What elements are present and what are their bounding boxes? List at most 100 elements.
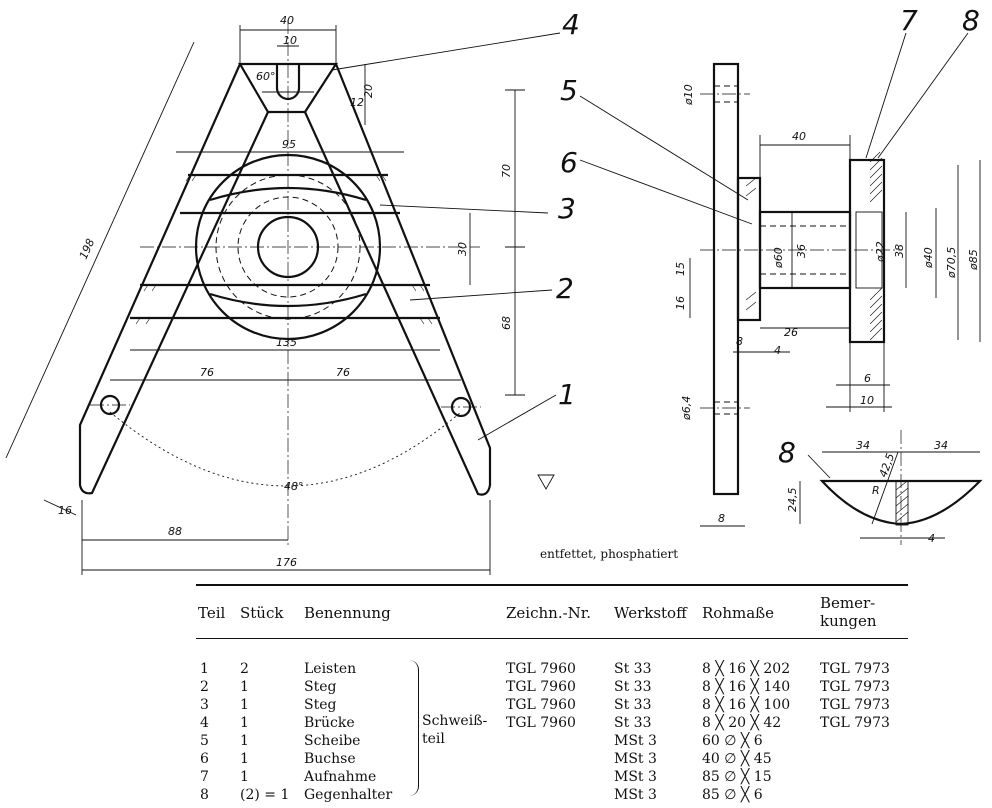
cell-rohmasse: 8 ╳ 20 ╳ 42 — [702, 715, 782, 731]
cell-werkstoff: St 33 — [614, 679, 652, 695]
dim-height-68: 68 — [500, 316, 513, 330]
dim-8-bottom: 8 — [718, 512, 725, 525]
cell-benennung: Gegenhalter — [304, 787, 393, 803]
dim-38: 38 — [893, 244, 906, 258]
dim-width-16: 16 — [58, 504, 72, 517]
cell-stueck: (2) = 1 — [240, 787, 290, 803]
cell-teil: 4 — [200, 715, 209, 731]
cell-rohmasse: 8 ╳ 16 ╳ 100 — [702, 697, 791, 713]
dim-height-30: 30 — [456, 242, 469, 256]
cell-benennung: Brücke — [304, 715, 355, 731]
dim-dia-10: ø10 — [682, 84, 695, 106]
cell-benennung: Leisten — [304, 661, 357, 677]
dim-width-95: 95 — [282, 138, 296, 151]
dim-dia-60: ø60 — [772, 247, 785, 269]
table-top-rule — [196, 584, 908, 586]
callout-7: 7 — [900, 4, 918, 37]
cell-werkstoff: St 33 — [614, 661, 652, 677]
cell-rohmasse: 85 ∅ ╳ 15 — [702, 769, 772, 785]
group-label-line-2: teil — [422, 731, 445, 747]
parts-list: Teil Stück Benennung Zeichn.-Nr. Werksto… — [196, 584, 908, 808]
cell-stueck: 1 — [240, 769, 249, 785]
dim-15: 15 — [674, 262, 687, 276]
callout-3: 3 — [558, 192, 576, 225]
dim-width-135: 135 — [276, 336, 297, 349]
header-bemerkungen-2: kungen — [820, 612, 877, 630]
callout-1: 1 — [558, 378, 576, 411]
header-benennung: Benennung — [304, 604, 391, 622]
dim-chamfer-12: 12 — [350, 96, 364, 109]
dim-thickness-4: 4 — [928, 532, 935, 545]
callout-6: 6 — [560, 146, 578, 179]
cell-stueck: 1 — [240, 697, 249, 713]
dim-half-76-right: 76 — [336, 366, 350, 379]
left-leg — [78, 63, 269, 495]
disc-side — [736, 176, 762, 322]
dim-4: 4 — [774, 344, 781, 357]
cell-bemerkungen: TGL 7973 — [820, 679, 890, 695]
dim-radius-value: 42,5 — [877, 452, 898, 479]
cell-werkstoff: MSt 3 — [614, 787, 657, 803]
dim-radius: R — [872, 484, 880, 497]
cell-bemerkungen: TGL 7973 — [820, 715, 890, 731]
cell-teil: 8 — [200, 787, 209, 803]
dim-dia-70-5: ø70,5 — [945, 247, 958, 279]
dim-width-88: 88 — [168, 525, 182, 538]
cell-werkstoff: MSt 3 — [614, 733, 657, 749]
front-view: 40 10 60° 20 12 198 95 70 30 68 135 76 7… — [5, 14, 561, 575]
cell-benennung: Scheibe — [304, 733, 361, 749]
callout-8-detail: 8 — [778, 436, 796, 469]
group-label-line-1: Schweiß- — [422, 713, 488, 729]
detail-view: 34 34 R 42,5 24,5 4 — [786, 430, 983, 545]
dim-dia-85: ø85 — [967, 249, 980, 271]
dim-height-20: 20 — [362, 84, 375, 98]
cell-stueck: 1 — [240, 751, 249, 767]
right-leg — [303, 63, 492, 496]
side-view: ø10 40 ø60 36 ø22 38 ø40 ø70,5 ø85 15 16… — [579, 32, 981, 527]
cell-zeichn: TGL 7960 — [506, 715, 576, 731]
dim-right-34: 34 — [934, 439, 948, 452]
cell-teil: 7 — [200, 769, 209, 785]
cell-rohmasse: 85 ∅ ╳ 6 — [702, 787, 763, 803]
cell-teil: 5 — [200, 733, 209, 749]
callout-8: 8 — [962, 4, 980, 37]
header-werkstoff: Werkstoff — [614, 604, 687, 622]
technical-drawing: 40 10 60° 20 12 198 95 70 30 68 135 76 7… — [5, 4, 983, 575]
surface-note: entfettet, phosphatiert — [540, 547, 678, 561]
cell-benennung: Aufnahme — [304, 769, 377, 785]
cell-werkstoff: St 33 — [614, 715, 652, 731]
dim-6: 6 — [864, 372, 871, 385]
dim-26: 26 — [784, 326, 798, 339]
dim-top-width: 40 — [280, 14, 294, 27]
dim-angle-48: 48° — [284, 480, 304, 493]
dim-width-176: 176 — [276, 556, 297, 569]
cell-benennung: Steg — [304, 697, 337, 713]
cell-rohmasse: 8 ╳ 16 ╳ 140 — [702, 679, 791, 695]
cell-stueck: 2 — [240, 661, 249, 677]
dim-36: 36 — [795, 244, 808, 258]
bridge — [238, 62, 339, 114]
dim-left-34: 34 — [856, 439, 870, 452]
cell-zeichn: TGL 7960 — [506, 697, 576, 713]
dim-width-40: 40 — [792, 130, 806, 143]
callout-5: 5 — [560, 74, 578, 107]
callout-4: 4 — [562, 8, 580, 41]
cell-rohmasse: 8 ╳ 16 ╳ 202 — [702, 661, 791, 677]
header-teil: Teil — [198, 604, 226, 622]
group-brace — [408, 660, 419, 796]
dim-dia-22: ø22 — [874, 241, 887, 263]
receptacle-side — [848, 158, 886, 344]
cell-teil: 6 — [200, 751, 209, 767]
cell-bemerkungen: TGL 7973 — [820, 661, 890, 677]
dim-half-76-left: 76 — [200, 366, 214, 379]
cell-zeichn: TGL 7960 — [506, 679, 576, 695]
cell-teil: 3 — [200, 697, 209, 713]
header-zeichn: Zeichn.-Nr. — [506, 604, 592, 622]
callout-2: 2 — [556, 272, 574, 305]
dim-slot-width: 10 — [283, 34, 297, 47]
dim-dia-6-4: ø6,4 — [680, 396, 693, 421]
table-header-rule — [196, 638, 908, 639]
cell-zeichn: TGL 7960 — [506, 661, 576, 677]
cell-benennung: Buchse — [304, 751, 356, 767]
cell-rohmasse: 40 ∅ ╳ 45 — [702, 751, 772, 767]
